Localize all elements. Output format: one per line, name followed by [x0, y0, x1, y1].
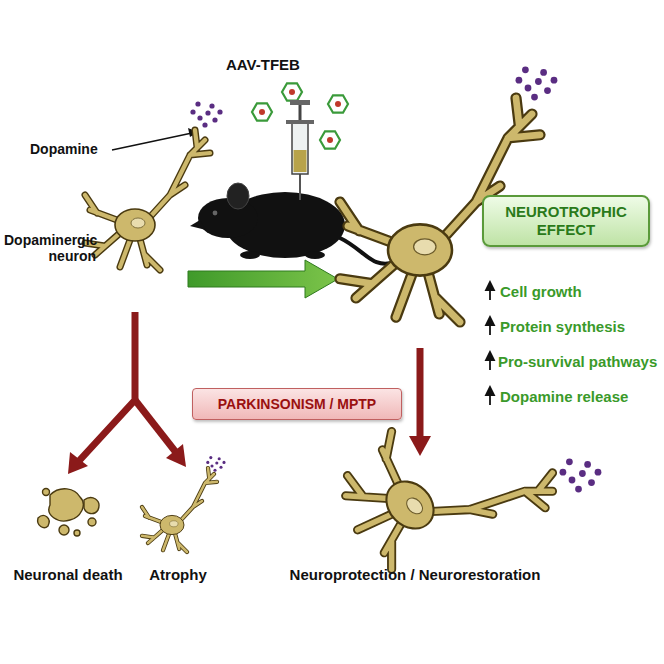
dopamine-dots: [560, 458, 602, 492]
dopamine-dots: [206, 456, 225, 472]
effect-item: Pro-survival pathways: [498, 353, 660, 370]
box-text: PARKINSONISM / MPTP: [218, 396, 376, 413]
dopamine-dots: [190, 101, 222, 127]
syringe: [286, 100, 314, 200]
neuron-atrophy: [142, 468, 217, 552]
vector-label: AAV-TFEB: [226, 56, 346, 73]
outcome-label: Atrophy: [128, 566, 228, 583]
box-text: NEUROTROPHIC EFFECT: [492, 203, 640, 239]
leader-line: [112, 133, 192, 150]
up-arrows: [486, 282, 494, 405]
dopamine-label: Dopamine: [30, 141, 112, 157]
mouse: [190, 183, 395, 264]
effect-item: Protein synthesis: [500, 318, 660, 335]
neuron: [85, 130, 210, 270]
dopamine-dots: [516, 66, 558, 100]
effect-item: Cell growth: [500, 283, 660, 300]
outcome-label: Neuroprotection / Neurorestoration: [270, 566, 560, 583]
effect-item: Dopamine release: [500, 388, 660, 405]
dead-neuron: [38, 489, 99, 537]
condition-box: PARKINSONISM / MPTP: [192, 388, 402, 420]
effect-box: NEUROTROPHIC EFFECT: [482, 195, 650, 247]
green-arrow: [188, 260, 338, 298]
outcome-label: Neuronal death: [8, 566, 128, 583]
neuron-label: Dopaminergic neuron: [4, 232, 96, 264]
red-arrows: [68, 312, 431, 474]
